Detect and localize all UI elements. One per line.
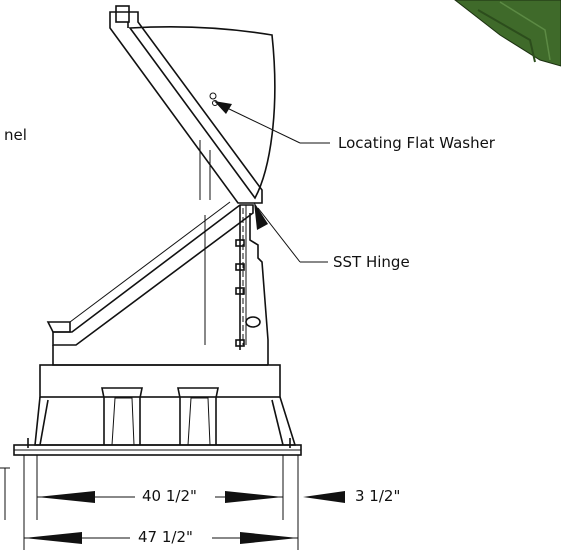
label-partial-left: nel (4, 126, 27, 144)
hinge-assembly (235, 205, 261, 350)
green-panel-corner (454, 0, 561, 67)
label-locating-flat-washer: Locating Flat Washer (338, 134, 495, 152)
dimension-lines (0, 455, 345, 550)
dimension-overall-width: 47 1/2" (138, 528, 193, 546)
dimension-inner-width: 40 1/2" (142, 487, 197, 505)
flat-washer-icon (209, 92, 218, 106)
label-sst-hinge: SST Hinge (333, 253, 410, 271)
side-plate (204, 213, 269, 365)
base-enclosure (13, 345, 302, 456)
leader-lines (214, 101, 330, 263)
support-arm (46, 201, 254, 346)
dimension-side-width: 3 1/2" (355, 487, 401, 505)
lid (109, 5, 276, 204)
